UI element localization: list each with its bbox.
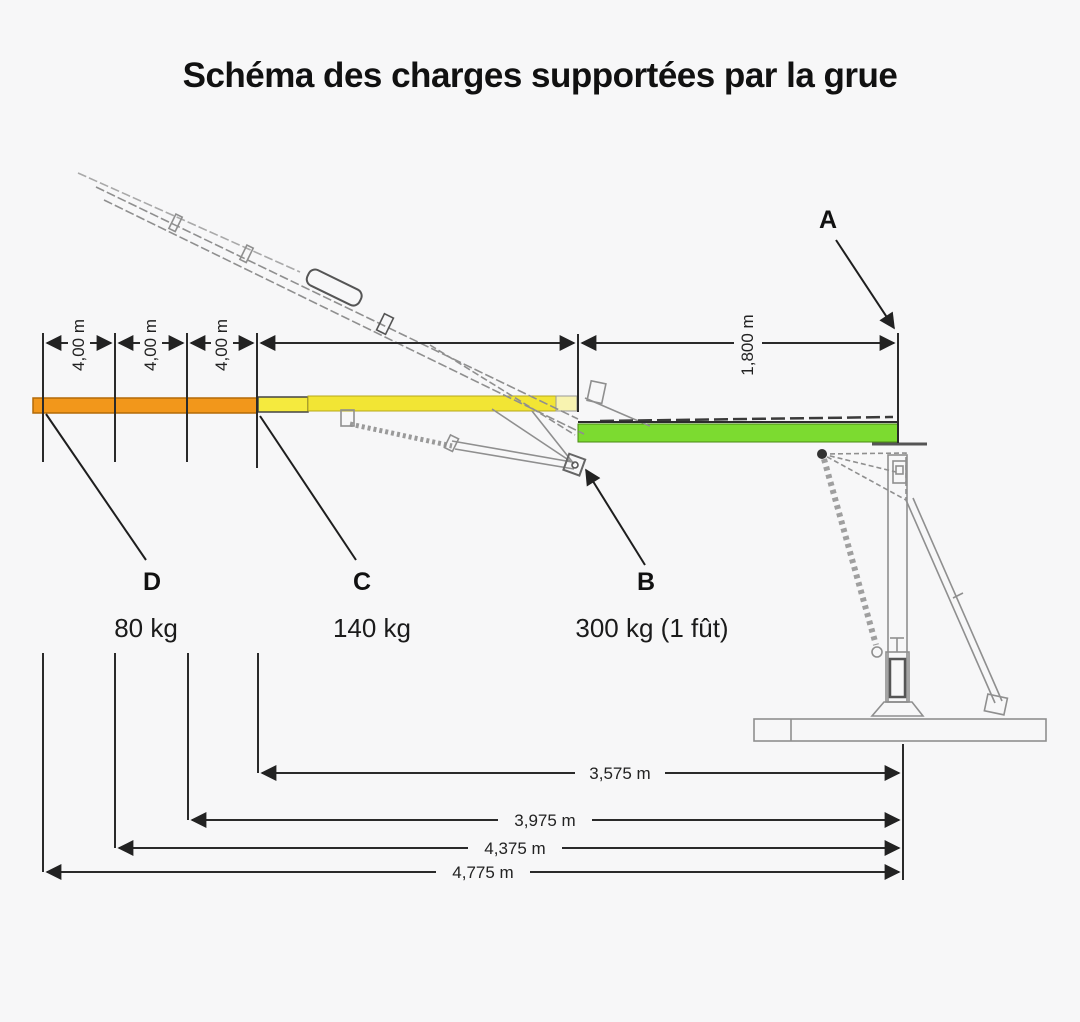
load-b: 300 kg (1 fût) [575,613,728,643]
dim-label-3975: 3,975 m [514,811,575,830]
load-zone-c-yellow-outlined [257,396,309,413]
dim-label-400-2: 4,00 m [141,319,160,371]
dim-label-400-3: 4,00 m [212,319,231,371]
dim-label-4375: 4,375 m [484,839,545,858]
leader-b [585,468,646,566]
top-dimension-lines [42,333,899,468]
crane-tension-screw [821,458,883,658]
top-dimension-labels: 4,00 m 4,00 m 4,00 m 1,800 m [69,314,757,375]
crane-tie-rod [340,408,575,470]
crane-rear-strut [905,497,1009,716]
load-zone-b-green [577,423,899,443]
leader-a [835,239,895,330]
leader-d [45,413,147,561]
page-title: Schéma des charges supportées par la gru… [182,56,898,95]
bottom-dimension-lines [42,653,904,880]
bottom-dimension-labels: 3,575 m 3,975 m 4,375 m 4,775 m [452,764,650,882]
crane-boom-diagonal [77,172,585,436]
load-values: 80 kg 140 kg 300 kg (1 fût) [114,613,728,643]
point-markers: A D C B [143,206,837,596]
marker-b: B [637,568,655,596]
marker-d: D [143,568,161,596]
load-zone-c-yellow-pale [555,395,578,412]
load-d: 80 kg [114,613,178,643]
crane-sketch [77,172,1047,742]
crane-jack [870,637,925,717]
crane-base-beam [753,718,1047,742]
point-leader-lines [45,239,895,566]
dim-label-3575: 3,575 m [589,764,650,783]
dim-label-4775: 4,775 m [452,863,513,882]
load-zone-bars [32,395,899,443]
load-c: 140 kg [333,613,411,643]
marker-a: A [819,206,837,234]
marker-c: C [353,568,371,596]
load-zone-d-orange [32,397,258,414]
leader-c [259,415,357,561]
dim-label-400-1: 4,00 m [69,319,88,371]
crane-boom-horizontal [599,415,894,423]
dim-label-1800: 1,800 m [738,314,757,375]
